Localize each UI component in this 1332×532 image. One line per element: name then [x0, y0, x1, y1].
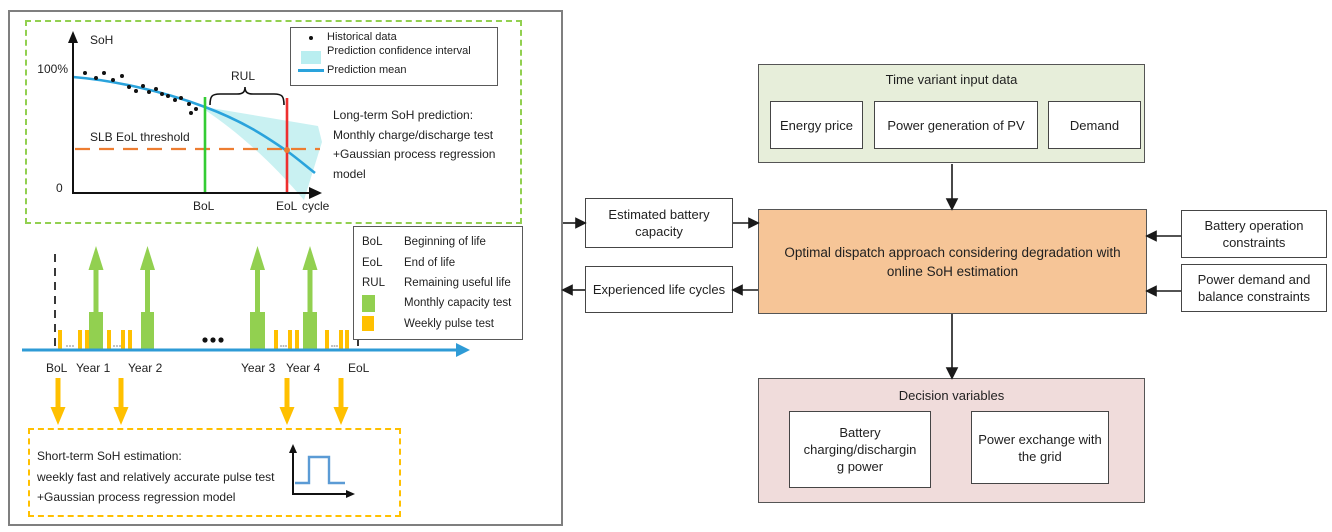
arrow-panel-to-capacity: [575, 217, 587, 229]
legend-label: Monthly capacity test: [404, 297, 512, 310]
legend-row-historical: Historical data: [295, 31, 493, 45]
chart-legend: Historical data Prediction confidence in…: [290, 27, 498, 86]
x-axis-label: cycle: [302, 199, 330, 213]
decision-variables-group: Decision variables Battery charging/disc…: [758, 378, 1145, 503]
decision-title: Decision variables: [898, 388, 1005, 403]
legend-label: Historical data: [327, 31, 397, 43]
energy-price-box: Energy price: [770, 101, 863, 149]
rul-label: RUL: [231, 69, 256, 83]
note-line: +Gaussian process regression: [333, 147, 496, 161]
optimal-dispatch-box: Optimal dispatch approach considering de…: [758, 209, 1147, 314]
x-bol-label: BoL: [193, 199, 215, 213]
arrow-inputs-to-core: [945, 198, 959, 211]
legend-label: Prediction confidence interval: [327, 44, 471, 57]
arrow-balance-constraints-to-core: [1145, 285, 1157, 297]
long-term-note: Long-term SoH prediction: Monthly charge…: [333, 106, 495, 184]
arrow-capacity-to-core: [748, 217, 760, 229]
note-line: model: [333, 166, 366, 181]
y-min-label: 0: [56, 181, 63, 195]
short-term-line: +Gaussian process regression model: [37, 490, 236, 504]
time-variant-group: Time variant input data Energy price Pow…: [758, 64, 1145, 163]
soh-axis-label: SoH: [90, 33, 114, 47]
legend-key: RUL: [362, 276, 386, 289]
arrow-battery-constraints-to-core: [1145, 230, 1157, 242]
timeline-label-year2: Year 2: [128, 361, 163, 375]
battery-charging-line: Battery: [839, 425, 881, 440]
power-balance-constraints-box: Power demand and balance constraints: [1181, 264, 1327, 312]
legend-label: Prediction mean: [327, 63, 407, 76]
confidence-band-icon: [295, 45, 327, 64]
battery-charging-line: g power: [836, 459, 884, 474]
note-line: Long-term SoH prediction:: [333, 108, 474, 122]
arrow-cycles-to-panel: [561, 284, 573, 296]
time-variant-title: Time variant input data: [885, 72, 1018, 87]
battery-charging-line: charging/dischargin: [803, 442, 917, 457]
timeline-label-eol: EoL: [348, 361, 370, 375]
timeline-label-year3: Year 3: [241, 361, 276, 375]
y-max-label: 100%: [37, 62, 68, 76]
timeline-label-year4: Year 4: [286, 361, 321, 375]
legend-label: End of life: [404, 256, 456, 269]
timeline-label-year1: Year 1: [76, 361, 111, 375]
long-term-prediction-box: [25, 20, 522, 224]
legend-row-confidence: Prediction confidence interval: [295, 45, 493, 64]
experienced-cycles-box: Experienced life cycles: [585, 266, 733, 313]
arrow-core-to-cycles: [731, 284, 743, 296]
battery-constraints-box: Battery operation constraints: [1181, 210, 1327, 258]
note-line: Monthly charge/discharge test: [333, 127, 494, 142]
prediction-mean-line-icon: [295, 64, 327, 72]
legend-key: BoL: [362, 236, 383, 249]
legend-key: EoL: [362, 256, 383, 269]
threshold-label: SLB EoL threshold: [90, 130, 190, 144]
legend-row-mean: Prediction mean: [295, 64, 493, 78]
power-exchange-box: Power exchange with the grid: [971, 411, 1109, 484]
short-term-line: weekly fast and relatively accurate puls…: [37, 469, 275, 484]
pv-generation-box: Power generation of PV: [874, 101, 1038, 149]
demand-box: Demand: [1048, 101, 1141, 149]
x-eol-label: EoL: [276, 199, 298, 213]
short-term-estimation-box: [28, 428, 401, 517]
weekly-pulse-swatch: [362, 316, 374, 332]
historical-dot-icon: [295, 31, 327, 40]
legend-label: Weekly pulse test: [404, 317, 494, 330]
arrow-core-to-decision: [945, 367, 959, 380]
timeline-label-bol: BoL: [46, 361, 68, 375]
short-term-note: Short-term SoH estimation: weekly fast a…: [37, 446, 274, 508]
estimated-capacity-box: Estimated battery capacity: [585, 198, 733, 248]
battery-charging-box: Battery charging/dischargin g power: [789, 411, 931, 488]
legend-label: Remaining useful life: [404, 276, 511, 289]
short-term-line: Short-term SoH estimation:: [37, 449, 182, 463]
abbreviation-legend: BoL Beginning of life EoL End of life RU…: [353, 226, 523, 340]
monthly-capacity-swatch: [362, 294, 375, 312]
legend-label: Beginning of life: [404, 236, 486, 249]
